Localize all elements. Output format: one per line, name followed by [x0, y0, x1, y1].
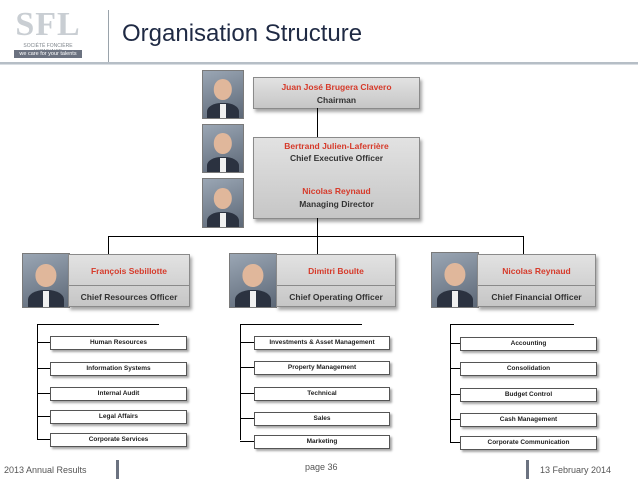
connector-line [37, 393, 50, 394]
header-rule-shadow [0, 64, 638, 65]
logo-tagline: we care for your talents [14, 50, 82, 58]
coo-photo [229, 253, 277, 308]
connector-line [240, 367, 254, 368]
connector-line [37, 368, 50, 369]
md-role: Managing Director [299, 199, 374, 209]
dept-cash-management: Cash Management [460, 413, 597, 427]
cro-role: Chief Resources Officer [80, 292, 178, 302]
cro-name: François Sebillotte [90, 266, 168, 276]
connector-line [240, 324, 362, 325]
connector-line [317, 218, 318, 236]
connector-line [37, 439, 50, 440]
dept-legal-affairs: Legal Affairs [50, 410, 187, 424]
connector-line [450, 394, 460, 395]
dept-investments-asset-management: Investments & Asset Management [254, 336, 390, 350]
cfo-name: Nicolas Reynaud [502, 266, 571, 276]
connector-line [450, 419, 460, 420]
logo-letters: SFL [15, 6, 81, 43]
executive-box: Bertrand Julien-Laferrière Chief Executi… [253, 137, 420, 219]
dept-sales: Sales [254, 412, 390, 426]
connector-line [37, 342, 50, 343]
footer-divider-right [526, 460, 529, 479]
dept-accounting: Accounting [460, 337, 597, 351]
chairman-name: Juan José Brugera Clavero [281, 82, 392, 92]
connector-line [317, 108, 318, 137]
connector-line [108, 236, 524, 237]
sfl-logo: SFL SOCIÉTÉ FONCIÈRE LYONNAISE we care f… [12, 6, 84, 60]
box-divider [69, 285, 189, 286]
ceo-name: Bertrand Julien-Laferrière [284, 141, 389, 151]
ceo-role: Chief Executive Officer [289, 153, 384, 163]
dept-consolidation: Consolidation [460, 362, 597, 376]
ceo-photo [202, 124, 244, 173]
cro-box: François Sebillotte Chief Resources Offi… [68, 254, 190, 307]
connector-line [450, 343, 460, 344]
cfo-role: Chief Financial Officer [491, 292, 582, 302]
connector-line [450, 324, 451, 442]
connector-line [37, 324, 38, 440]
coo-role: Chief Operating Officer [289, 292, 383, 302]
cfo-photo [431, 252, 479, 308]
connector-line [37, 416, 50, 417]
connector-line [317, 236, 318, 255]
dept-technical: Technical [254, 387, 390, 401]
footer-page-number: page 36 [305, 462, 338, 472]
dept-corporate-communication: Corporate Communication [460, 436, 597, 450]
chairman-box: Juan José Brugera Clavero Chairman [253, 77, 420, 109]
dept-property-management: Property Management [254, 361, 390, 375]
connector-line [523, 236, 524, 255]
footer-date: 13 February 2014 [540, 465, 612, 475]
box-divider [478, 285, 595, 286]
connector-line [240, 418, 254, 419]
cro-photo [22, 253, 70, 308]
cfo-box: Nicolas Reynaud Chief Financial Officer [477, 254, 596, 307]
connector-line [37, 324, 159, 325]
connector-line [240, 342, 254, 343]
footer-left: 2013 Annual Results [4, 465, 87, 475]
dept-information-systems: Information Systems [50, 362, 187, 376]
header-separator [108, 10, 109, 62]
chairman-photo [202, 70, 244, 119]
connector-line [240, 324, 241, 440]
connector-line [450, 442, 460, 443]
md-name: Nicolas Reynaud [302, 186, 371, 196]
dept-marketing: Marketing [254, 435, 390, 449]
connector-line [240, 393, 254, 394]
md-photo [202, 178, 244, 228]
page-title: Organisation Structure [122, 20, 363, 47]
connector-line [450, 324, 574, 325]
connector-line [108, 236, 109, 255]
box-divider [277, 285, 395, 286]
dept-corporate-services: Corporate Services [50, 433, 187, 447]
connector-line [450, 368, 460, 369]
connector-line [240, 441, 254, 442]
dept-budget-control: Budget Control [460, 388, 597, 402]
chairman-role: Chairman [316, 95, 357, 105]
coo-box: Dimitri Boulte Chief Operating Officer [276, 254, 396, 307]
footer-divider-left [116, 460, 119, 479]
dept-internal-audit: Internal Audit [50, 387, 187, 401]
coo-name: Dimitri Boulte [308, 266, 364, 276]
header-rule [0, 62, 638, 64]
dept-human-resources: Human Resources [50, 336, 187, 350]
